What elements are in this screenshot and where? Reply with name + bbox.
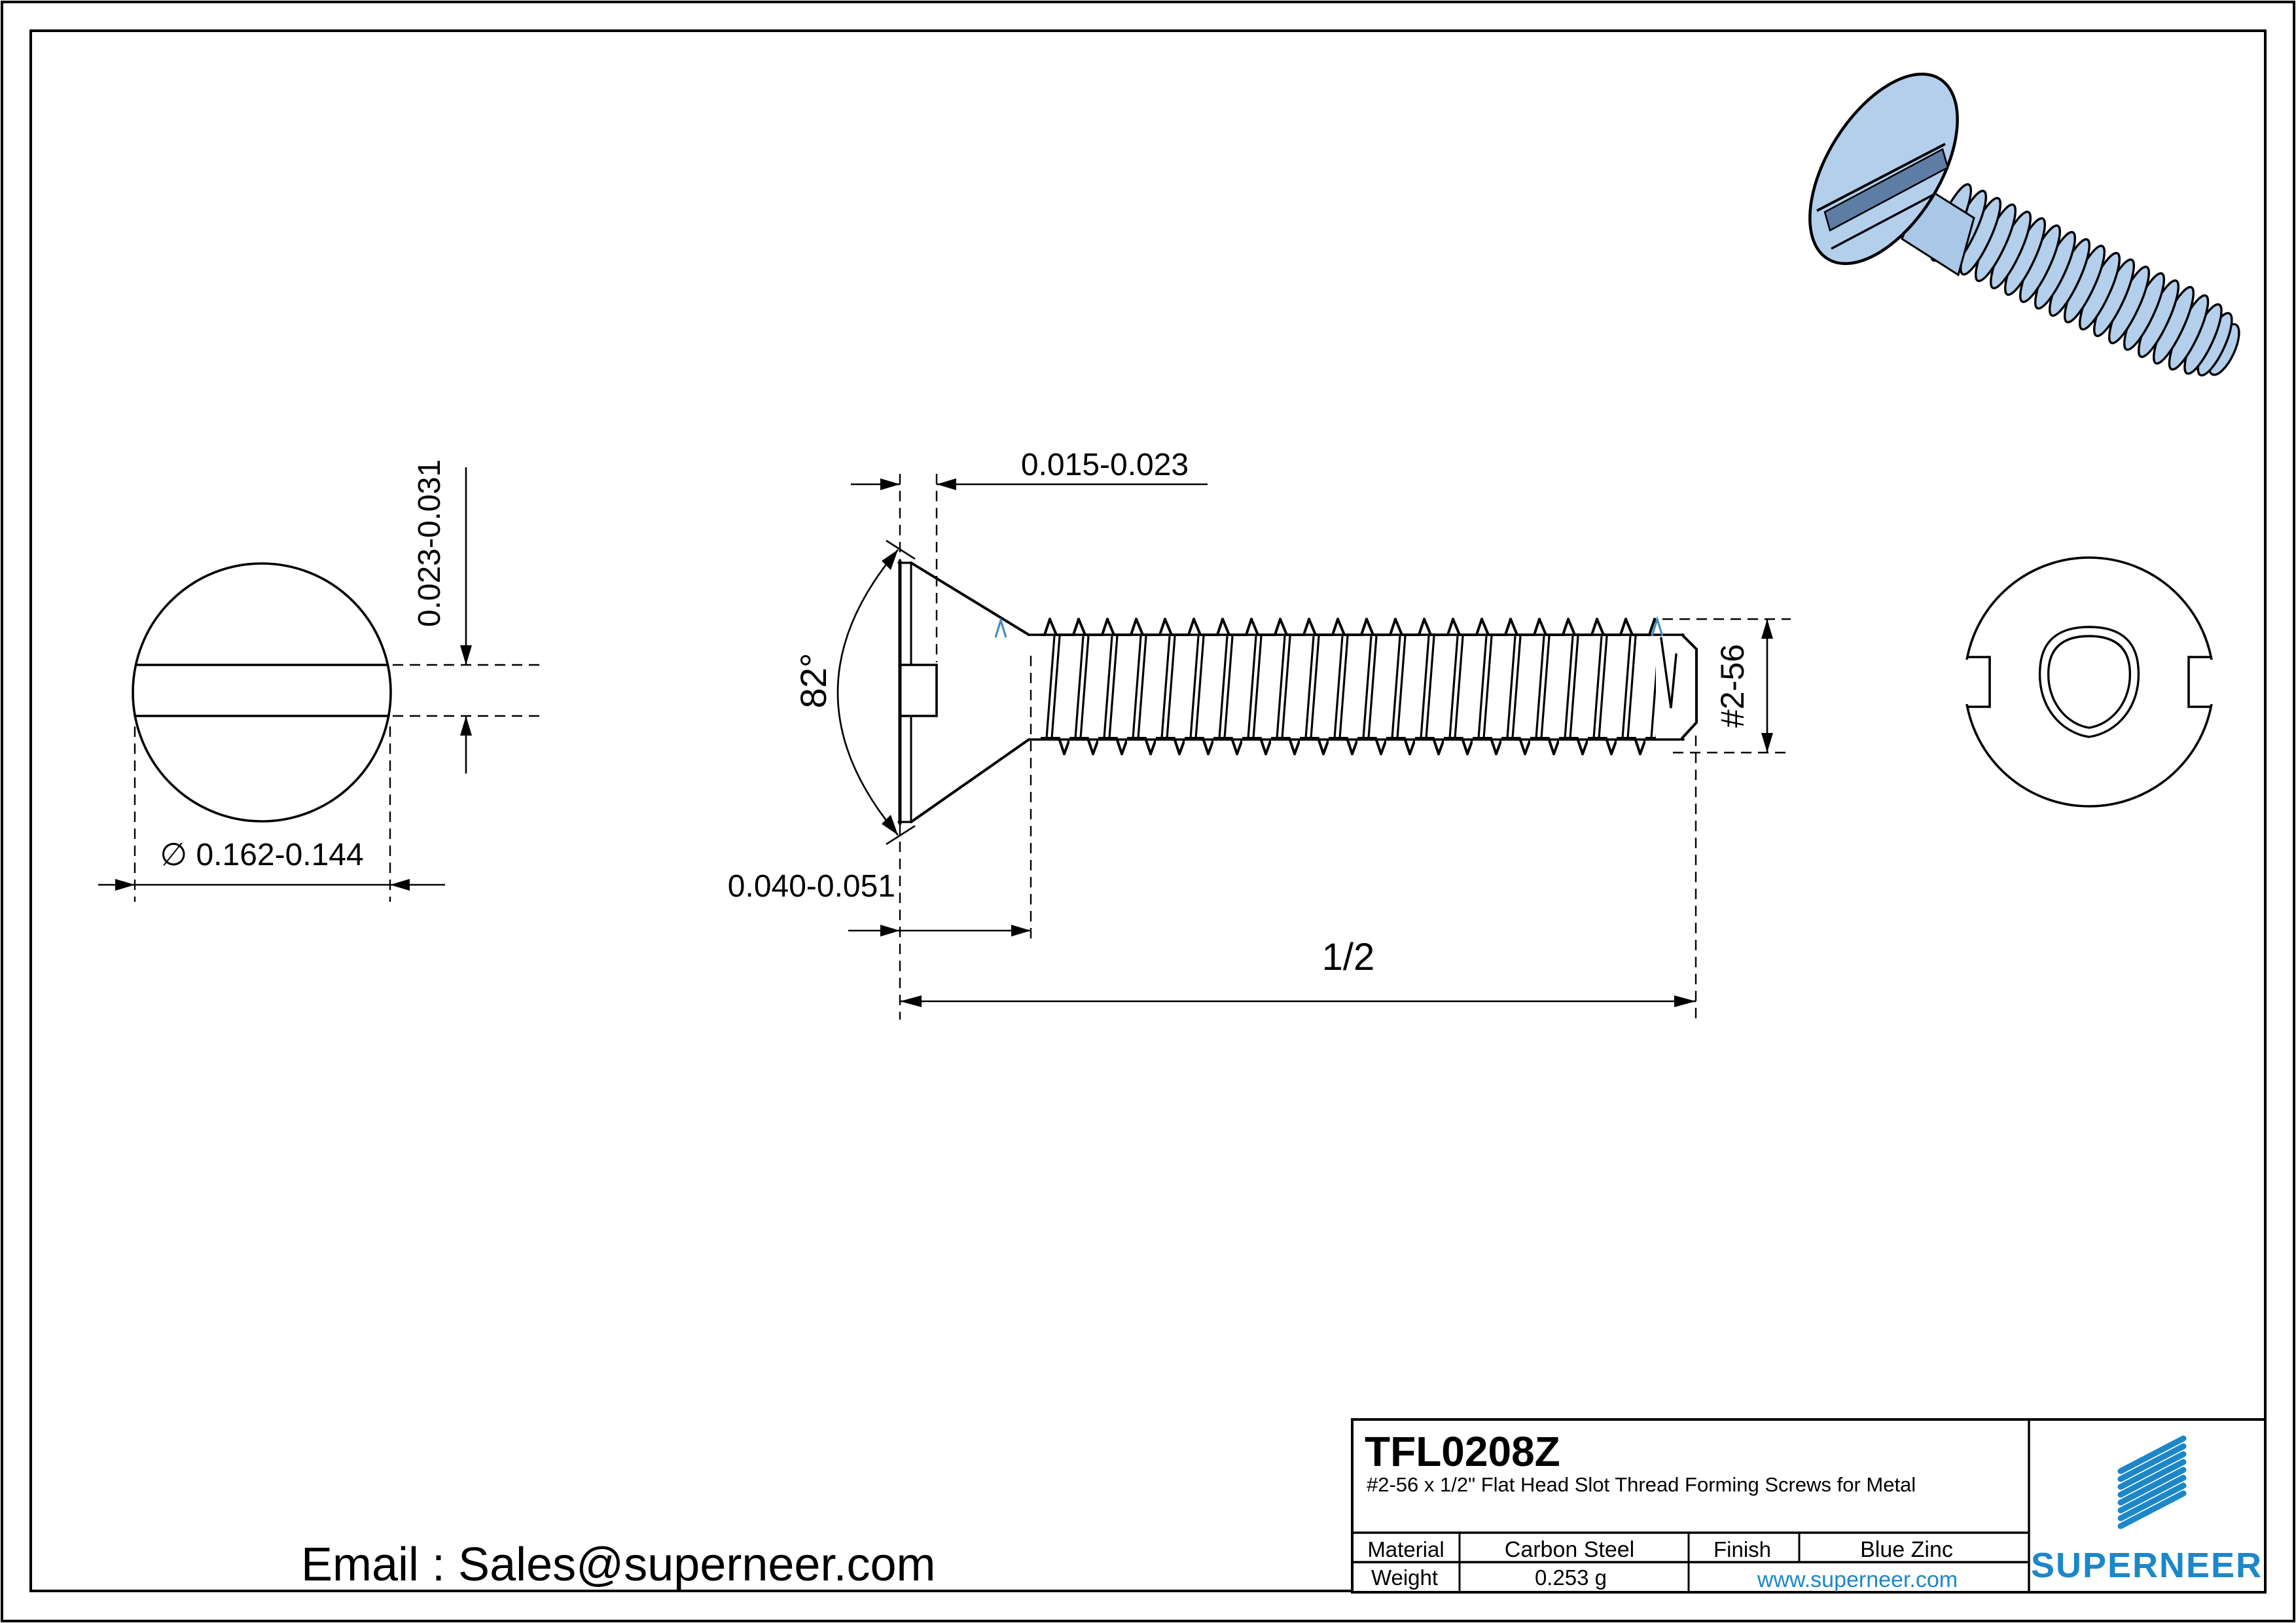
dim-side-slot-depth: 0.015-0.023 bbox=[851, 448, 1208, 1020]
side-head-cone-lower bbox=[910, 738, 1030, 823]
front-slot-width-label: 0.023-0.031 bbox=[412, 459, 447, 627]
weight-value: 0.253 g bbox=[1535, 1565, 1607, 1590]
side-head-cone-upper bbox=[910, 562, 1030, 636]
superneer-logo-icon bbox=[2117, 1435, 2187, 1529]
front-view bbox=[132, 562, 392, 823]
side-thread-size-label: #2-56 bbox=[1714, 644, 1751, 728]
runout-mark-tip bbox=[1651, 615, 1664, 637]
title-block: TFL0208Z #2-56 x 1/2" Flat Head Slot Thr… bbox=[1351, 1418, 2267, 1594]
side-thread-texture bbox=[1041, 618, 1656, 755]
screw-3d-render bbox=[1808, 73, 2240, 377]
title-block-border bbox=[1351, 1418, 2267, 1594]
side-head-angle-label: 82° bbox=[793, 653, 834, 709]
dim-side-length: 1/2 bbox=[900, 736, 1697, 1018]
inner-drawing-frame bbox=[29, 29, 2267, 1592]
side-screw-tip bbox=[1681, 633, 1698, 740]
finish-label: Finish bbox=[1713, 1537, 1771, 1561]
end-view-left-notch-mask bbox=[1962, 660, 1991, 704]
end-view-head-outline bbox=[1964, 556, 2215, 808]
dim-front-head-diameter: ∅ 0.162-0.144 bbox=[98, 726, 445, 902]
material-label: Material bbox=[1367, 1537, 1444, 1561]
front-view-head-outline bbox=[132, 562, 392, 823]
weight-label: Weight bbox=[1371, 1565, 1438, 1590]
side-slot-depth-label: 0.015-0.023 bbox=[1021, 448, 1189, 482]
dim-side-head-height: 0.040-0.051 bbox=[728, 656, 1032, 945]
side-thread-runout bbox=[1660, 637, 1677, 709]
website-link[interactable]: www.superneer.com bbox=[1757, 1567, 1958, 1592]
material-value: Carbon Steel bbox=[1505, 1537, 1634, 1562]
brand-name: SUPERNEER bbox=[2031, 1546, 2263, 1585]
side-length-label: 1/2 bbox=[1322, 936, 1375, 978]
end-view-trilobe-inner bbox=[2047, 635, 2131, 729]
part-number: TFL0208Z bbox=[1365, 1428, 1560, 1475]
side-head-slot-notch bbox=[899, 664, 938, 717]
finish-value: Blue Zinc bbox=[1860, 1537, 1953, 1562]
end-view bbox=[1962, 556, 2219, 808]
side-head-height-label: 0.040-0.051 bbox=[728, 869, 895, 904]
end-view-trilobe-outer bbox=[2038, 626, 2140, 738]
runout-mark-head bbox=[994, 616, 1007, 638]
end-view-slot-left bbox=[1967, 656, 1991, 708]
contact-email-text: Email : Sales@superneer.com bbox=[301, 1539, 936, 1591]
end-view-slot-right bbox=[2187, 656, 2211, 708]
dim-side-head-angle: 82° bbox=[793, 539, 916, 846]
front-head-diameter-label: ∅ 0.162-0.144 bbox=[160, 838, 363, 872]
side-view bbox=[897, 560, 1698, 825]
dim-front-slot-width: 0.023-0.031 bbox=[393, 459, 543, 774]
part-description: #2-56 x 1/2" Flat Head Slot Thread Formi… bbox=[1367, 1473, 1916, 1496]
dim-side-thread-size: #2-56 bbox=[1662, 618, 1791, 754]
end-view-right-notch-mask bbox=[2190, 660, 2219, 704]
screw-3d-thread-coils bbox=[1930, 183, 2240, 377]
